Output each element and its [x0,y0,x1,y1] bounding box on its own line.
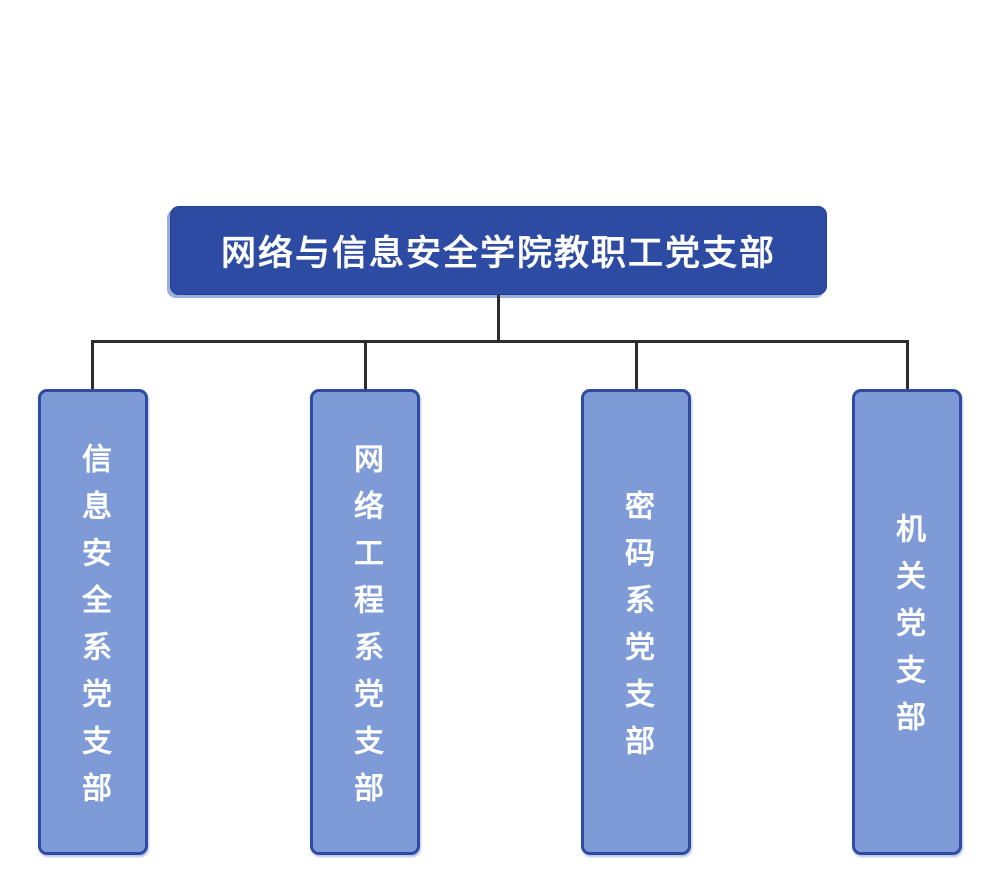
branch-node-label: 网络工程系党支部 [349,442,382,819]
connector-drop-branch-2 [364,340,367,389]
org-chart-branch-node-cryptography: 密码系党支部 [581,389,691,855]
branch-node-label: 机关党支部 [891,513,924,748]
org-chart-branch-node-administrative: 机关党支部 [852,389,962,855]
connector-drop-branch-4 [906,340,909,389]
org-chart-root-node: 网络与信息安全学院教职工党支部 [170,206,827,295]
connector-drop-branch-1 [91,340,94,389]
connector-horizontal-bar [91,340,909,343]
connector-drop-branch-3 [635,340,638,389]
branch-node-label: 密码系党支部 [620,489,653,772]
branch-node-label: 信息安全系党支部 [77,442,110,819]
org-chart-branch-node-information-security: 信息安全系党支部 [38,389,148,855]
connector-root-stem [497,295,500,342]
root-node-label: 网络与信息安全学院教职工党支部 [220,234,776,273]
org-chart-branch-node-network-engineering: 网络工程系党支部 [310,389,420,855]
